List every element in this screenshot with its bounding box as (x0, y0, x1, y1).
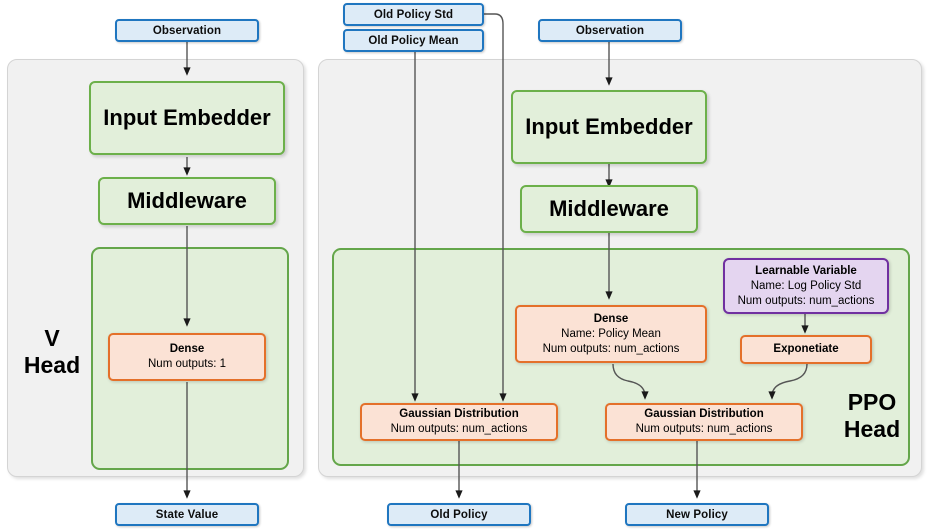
input-observation-ppo[interactable]: Observation (538, 19, 682, 42)
ppo-dense-num-outputs: Num outputs: num_actions (542, 342, 680, 355)
v-dense-title: Dense (169, 343, 205, 355)
v-middleware-label: Middleware (127, 188, 247, 213)
input-old-policy-std-label: Old Policy Std (373, 8, 454, 21)
v-head-label-line1: V (44, 325, 60, 351)
input-old-policy-std[interactable]: Old Policy Std (343, 3, 484, 26)
ppo-learnable-variable-name: Name: Log Policy Std (750, 279, 862, 292)
ppo-head-label-line2: Head (843, 416, 901, 442)
input-observation-v-label: Observation (152, 24, 222, 37)
v-head-label: V Head (16, 325, 88, 379)
v-input-embedder-label: Input Embedder (103, 105, 271, 130)
ppo-exponetiate[interactable]: Exponetiate (740, 335, 872, 364)
output-new-policy-label: New Policy (666, 508, 728, 521)
ppo-exponetiate-label: Exponetiate (773, 343, 839, 355)
v-middleware[interactable]: Middleware (98, 177, 276, 225)
v-dense[interactable]: Dense Num outputs: 1 (108, 333, 266, 381)
output-state-value-label: State Value (155, 508, 219, 521)
output-old-policy[interactable]: Old Policy (387, 503, 531, 526)
ppo-gaussian-new-title: Gaussian Distribution (644, 408, 764, 420)
v-input-embedder[interactable]: Input Embedder (89, 81, 285, 155)
ppo-middleware-label: Middleware (549, 196, 669, 221)
ppo-head-label: PPO Head (826, 389, 918, 443)
ppo-middleware[interactable]: Middleware (520, 185, 698, 233)
input-observation-v[interactable]: Observation (115, 19, 259, 42)
ppo-gaussian-distribution-new[interactable]: Gaussian Distribution Num outputs: num_a… (605, 403, 803, 441)
ppo-gaussian-old-title: Gaussian Distribution (399, 408, 519, 420)
output-state-value[interactable]: State Value (115, 503, 259, 526)
ppo-gaussian-new-num-outputs: Num outputs: num_actions (635, 423, 773, 435)
ppo-input-embedder[interactable]: Input Embedder (511, 90, 707, 164)
ppo-input-embedder-label: Input Embedder (525, 114, 693, 139)
input-old-policy-mean-label: Old Policy Mean (368, 34, 459, 47)
ppo-learnable-variable[interactable]: Learnable Variable Name: Log Policy Std … (723, 258, 889, 314)
ppo-learnable-variable-num-outputs: Num outputs: num_actions (737, 294, 875, 307)
ppo-dense-policy-mean[interactable]: Dense Name: Policy Mean Num outputs: num… (515, 305, 707, 363)
v-dense-num-outputs: Num outputs: 1 (148, 358, 226, 370)
ppo-gaussian-old-num-outputs: Num outputs: num_actions (390, 423, 528, 435)
ppo-gaussian-distribution-old[interactable]: Gaussian Distribution Num outputs: num_a… (360, 403, 558, 441)
ppo-learnable-variable-title: Learnable Variable (755, 264, 857, 277)
ppo-dense-name: Name: Policy Mean (561, 327, 661, 340)
ppo-dense-title: Dense (593, 312, 629, 325)
ppo-head-label-line1: PPO (847, 389, 897, 415)
input-old-policy-mean[interactable]: Old Policy Mean (343, 29, 484, 52)
v-head-label-line2: Head (23, 352, 81, 378)
input-observation-ppo-label: Observation (575, 24, 645, 37)
output-old-policy-label: Old Policy (430, 508, 488, 521)
output-new-policy[interactable]: New Policy (625, 503, 769, 526)
